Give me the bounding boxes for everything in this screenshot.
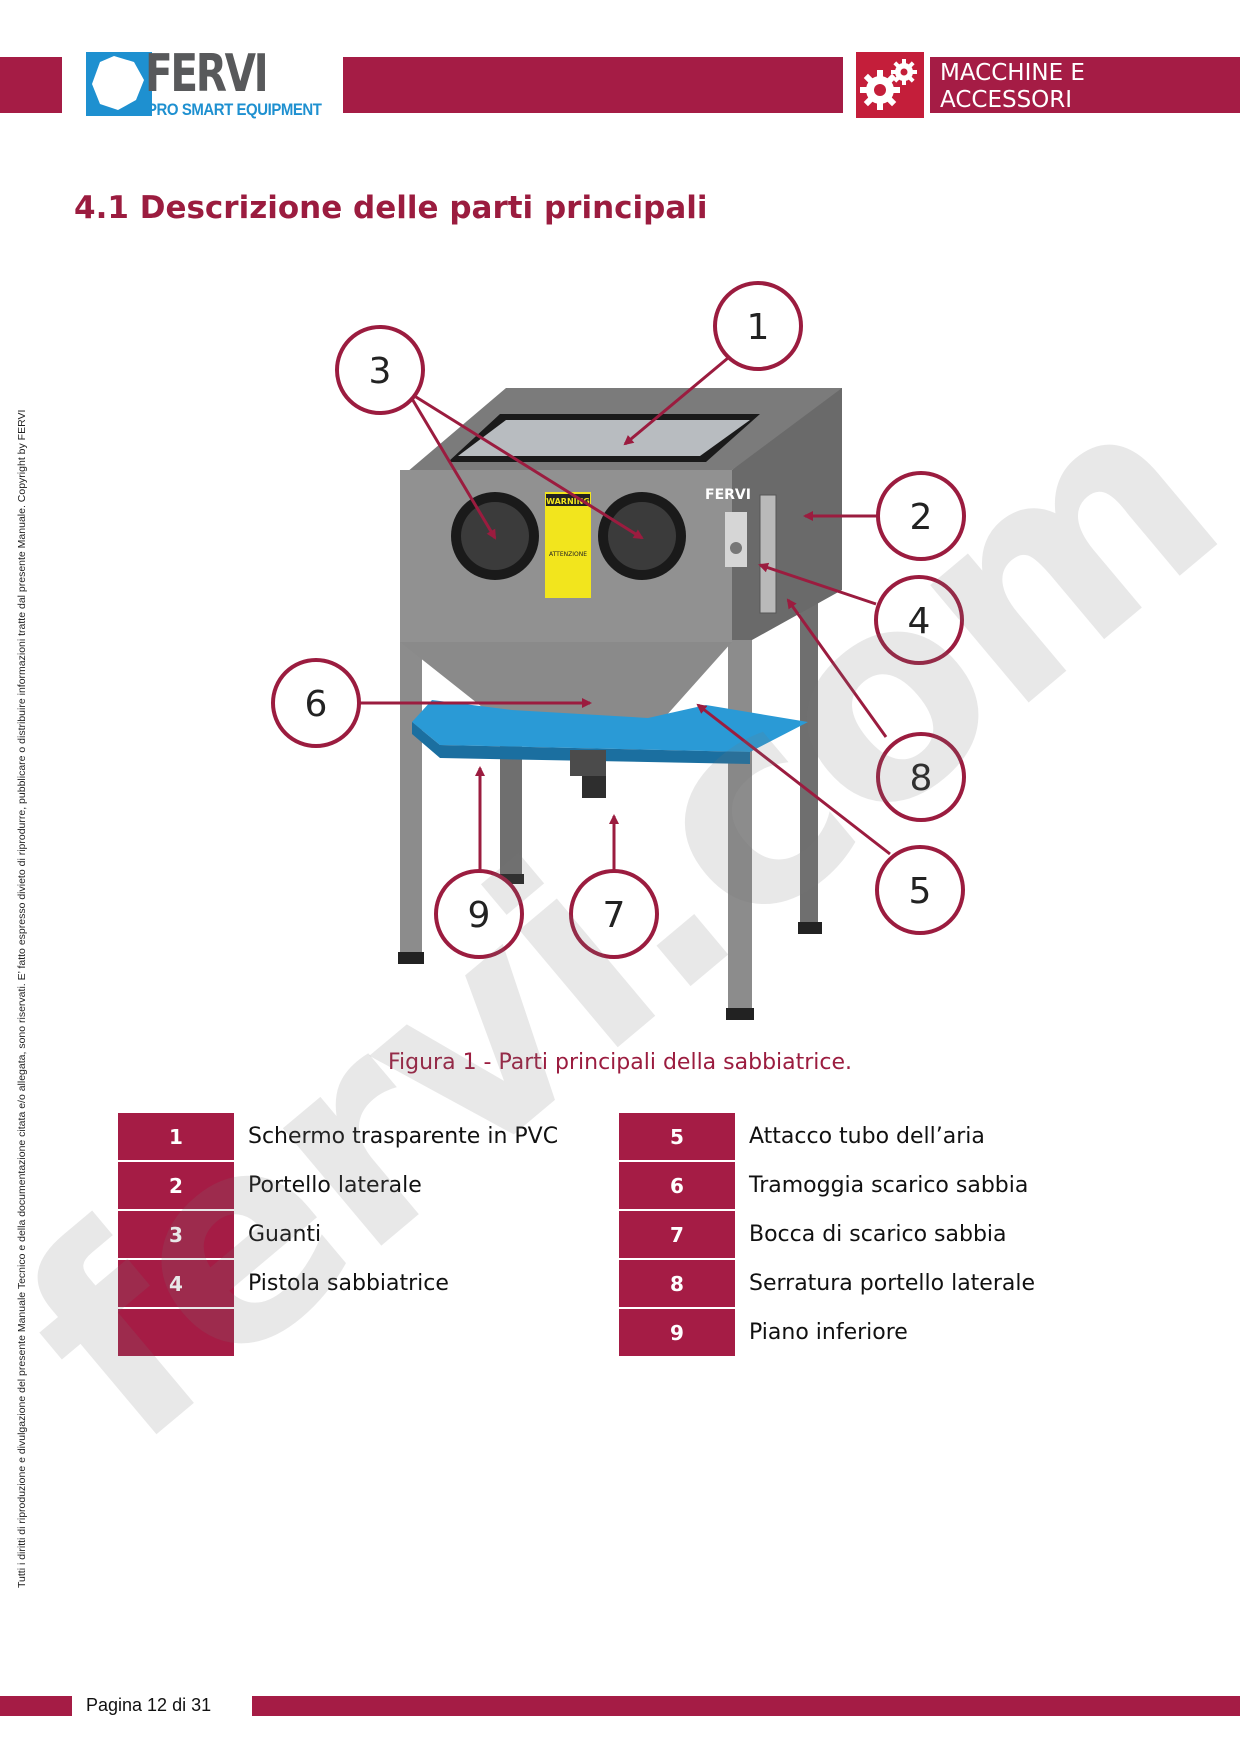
callout-2-label: 2 [910, 497, 933, 538]
callout-6: 6 [271, 658, 361, 748]
legend-label: Schermo trasparente in PVC [248, 1124, 559, 1149]
legend-row: 9 Piano inferiore [619, 1309, 1035, 1358]
legend-number: 1 [118, 1113, 234, 1160]
attention-sticker: ATTENZIONE [549, 551, 587, 558]
callout-circles: 1 2 3 4 5 6 7 8 [271, 281, 966, 959]
legend-label: Guanti [248, 1222, 322, 1247]
footer-band-right [252, 1696, 1240, 1716]
sandblaster-figure: WARNING ATTENZIONE FERVI 1 [271, 281, 966, 1020]
callout-5-label: 5 [909, 871, 932, 912]
legend-number: 8 [619, 1260, 735, 1307]
parts-legend-left: 1 Schermo trasparente in PVC 2 Portello la… [118, 1113, 558, 1358]
brand-name: FERVI [145, 44, 269, 104]
legend-number: 2 [118, 1162, 234, 1209]
legend-number: 6 [619, 1162, 735, 1209]
legend-number: 4 [118, 1260, 234, 1307]
category-badge [856, 52, 924, 118]
header-band-middle [343, 57, 843, 113]
header-band-left [0, 57, 62, 113]
footer-band-left [0, 1696, 72, 1716]
machine-brand-plate: FERVI [705, 487, 751, 503]
brand-tagline: PRO SMART EQUIPMENT [147, 100, 322, 119]
figure-caption: Figura 1 - Parti principali della sabbia… [387, 1050, 853, 1075]
callout-1-label: 1 [747, 307, 770, 348]
legend-label [234, 1309, 248, 1356]
legend-number: 3 [118, 1211, 234, 1258]
callout-8: 8 [876, 732, 966, 822]
category-label: MACCHINE E ACCESSORI [940, 60, 1085, 114]
callout-2: 2 [876, 471, 966, 561]
category-line-1: MACCHINE E [940, 60, 1085, 86]
legend-label: Portello laterale [248, 1173, 422, 1198]
callout-9-label: 9 [468, 895, 491, 936]
legend-row: 3 Guanti [118, 1211, 558, 1260]
callout-4: 4 [874, 575, 964, 665]
fervi-logo-icon [86, 52, 152, 116]
legend-label: Tramoggia scarico sabbia [749, 1173, 1029, 1198]
callout-9: 9 [434, 869, 524, 959]
callout-1: 1 [713, 281, 803, 371]
category-line-2: ACCESSORI [940, 87, 1073, 113]
callout-6-label: 6 [305, 684, 328, 725]
legend-label: Pistola sabbiatrice [248, 1271, 449, 1296]
callout-4-label: 4 [908, 601, 931, 642]
legend-row: 2 Portello laterale [118, 1162, 558, 1211]
legend-label: Bocca di scarico sabbia [749, 1222, 1007, 1247]
gears-icon [860, 59, 917, 110]
legend-row: 8 Serratura portello laterale [619, 1260, 1035, 1309]
callout-leaders [360, 356, 891, 870]
fervi-logo: FERVI PRO SMART EQUIPMENT [66, 46, 328, 122]
legend-number: 9 [619, 1309, 735, 1356]
callout-5: 5 [875, 845, 965, 935]
legend-number: 5 [619, 1113, 735, 1160]
page-number: Pagina 12 di 31 [86, 1695, 212, 1715]
callout-8-label: 8 [910, 758, 933, 799]
legend-number: 7 [619, 1211, 735, 1258]
legend-row: 1 Schermo trasparente in PVC [118, 1113, 558, 1162]
legend-row [118, 1309, 558, 1358]
callout-3: 3 [335, 325, 425, 415]
section-title: 4.1 Descrizione delle parti principali [74, 190, 708, 226]
warning-sticker: WARNING [546, 497, 590, 506]
callout-7-label: 7 [603, 895, 626, 936]
callout-3-label: 3 [369, 351, 392, 392]
legend-label: Piano inferiore [749, 1320, 908, 1345]
legend-row: 7 Bocca di scarico sabbia [619, 1211, 1035, 1260]
header-band-category [930, 57, 1240, 113]
legend-number [118, 1309, 234, 1356]
legend-row: 4 Pistola sabbiatrice [118, 1260, 558, 1309]
legend-row: 6 Tramoggia scarico sabbia [619, 1162, 1035, 1211]
legend-label: Attacco tubo dell’aria [749, 1124, 985, 1149]
legend-row: 5 Attacco tubo dell’aria [619, 1113, 1035, 1162]
parts-legend-right: 5 Attacco tubo dell’aria 6 Tramoggia scari… [619, 1113, 1035, 1358]
callout-7: 7 [569, 869, 659, 959]
legend-label: Serratura portello laterale [749, 1271, 1036, 1296]
